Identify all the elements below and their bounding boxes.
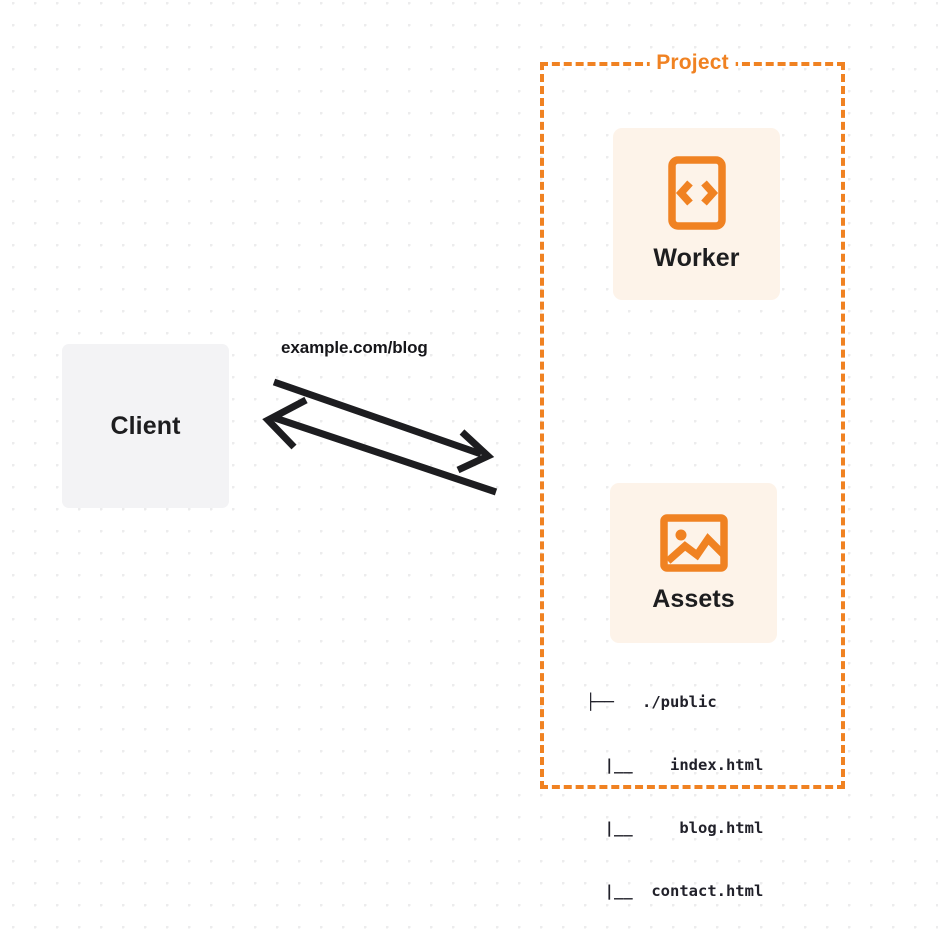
image-icon <box>659 513 728 573</box>
file-tree-line: |__ blog.html <box>586 819 764 837</box>
worker-node[interactable]: Worker <box>613 128 780 300</box>
assets-node[interactable]: Assets <box>610 483 777 643</box>
file-tree-line: ├── ./public <box>586 693 717 711</box>
response-arrow <box>262 396 498 496</box>
client-label: Client <box>110 411 181 440</box>
worker-label: Worker <box>653 243 740 272</box>
code-icon <box>667 155 726 230</box>
file-tree-line: |__ index.html <box>586 756 764 774</box>
project-container: Project <box>540 51 845 789</box>
assets-file-tree: ├── ./public |__ index.html |__ blog.htm… <box>586 650 763 944</box>
connection-url-label: example.com/blog <box>281 338 428 357</box>
assets-label: Assets <box>652 584 735 613</box>
diagram-canvas: Client example.com/blog Project Worker <box>62 51 845 900</box>
project-title: Project <box>649 51 736 75</box>
client-node[interactable]: Client <box>62 344 229 508</box>
file-tree-line: |__ contact.html <box>586 882 764 900</box>
request-arrow <box>272 378 495 474</box>
